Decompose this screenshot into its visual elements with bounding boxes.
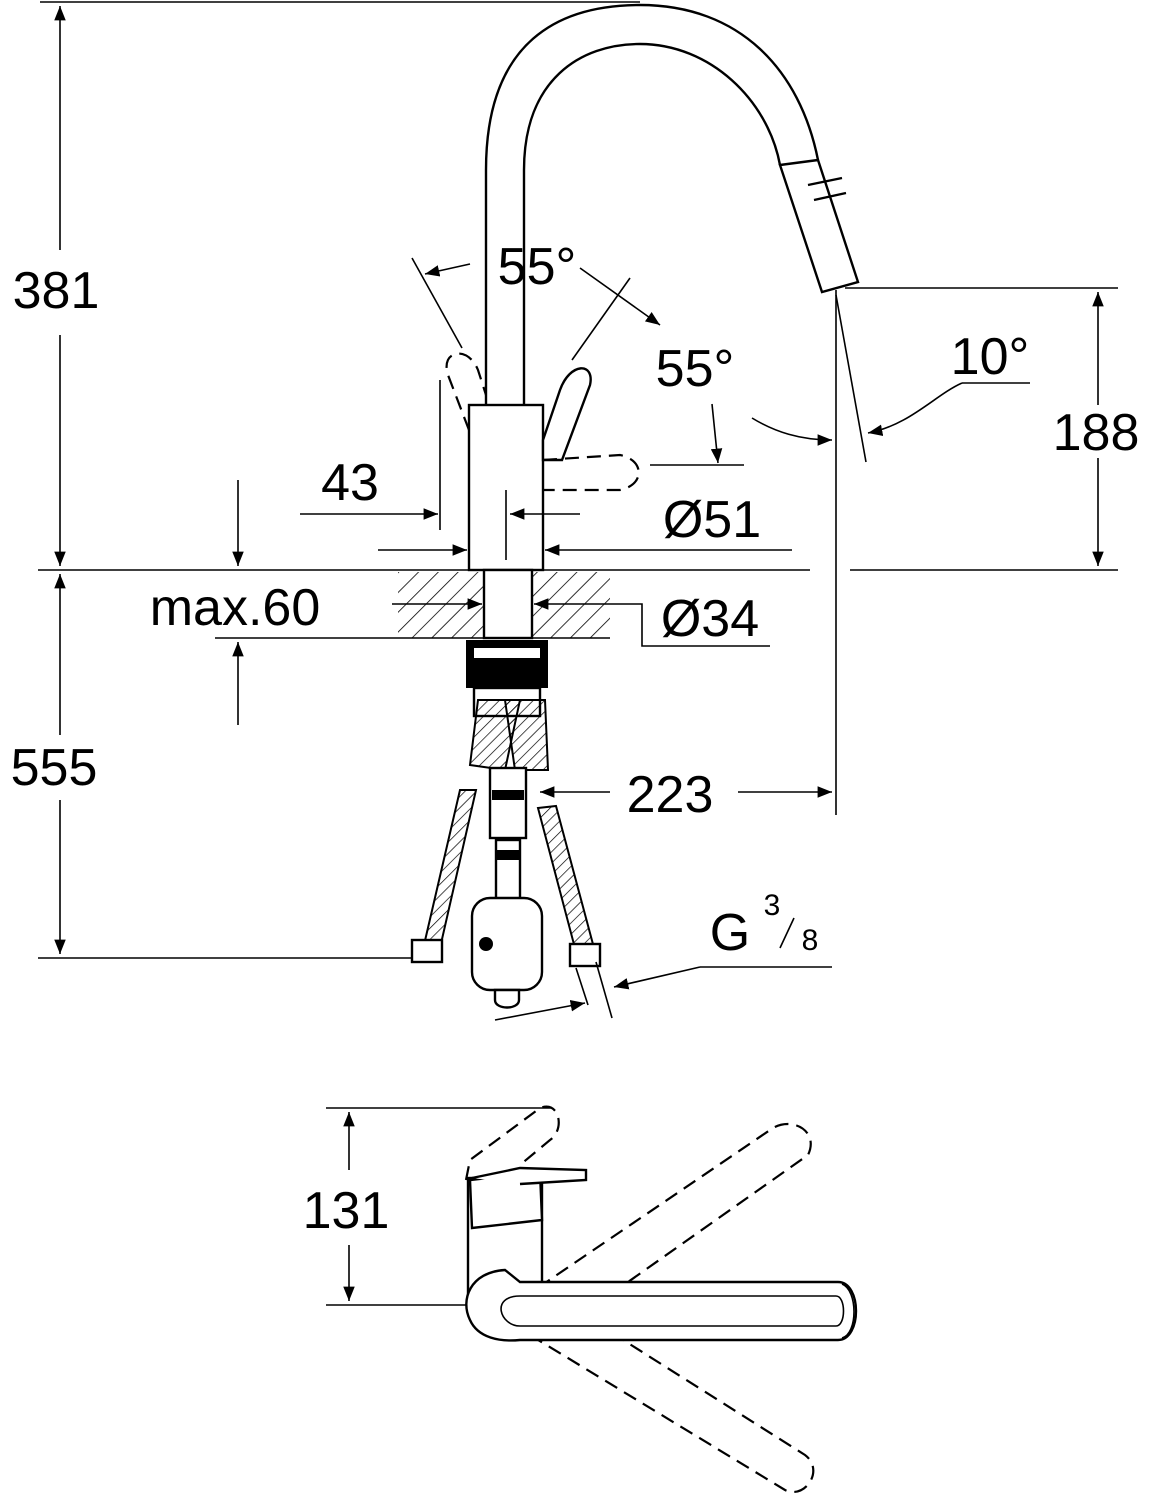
- top-view-lever: [471, 1166, 588, 1186]
- thread-extension-right: [595, 961, 613, 1019]
- dim-34-leader: [612, 603, 770, 647]
- lever-offset-label: 43: [321, 454, 379, 512]
- spout-outer-edge: [484, 3, 820, 405]
- top-view-spout-tip: [841, 1283, 855, 1339]
- spout-reach-label: 223: [627, 766, 714, 824]
- lever-top-dashed: [464, 1105, 560, 1181]
- lever-angle-right-arrow: [579, 267, 661, 326]
- thread-arrow-right: [613, 966, 701, 990]
- thread-numerator: 3: [764, 889, 781, 922]
- lever-angle-left-arrow: [424, 263, 471, 277]
- thread-arrow-left: [494, 1000, 586, 1021]
- mount-diameter-label: Ø34: [661, 590, 759, 648]
- thread-label: G: [710, 904, 750, 962]
- height-above-counter-label: 381: [13, 262, 100, 320]
- side-view: 381 555 188 10° 55°: [11, 1, 1140, 1021]
- lever-angle-right-label: 55°: [656, 340, 735, 398]
- hose-fitting-left: [410, 938, 444, 964]
- lever-angle-left-line: [411, 257, 463, 349]
- top-view: 131: [303, 1105, 858, 1493]
- spray-hose: [494, 838, 522, 902]
- spout-swivel-upper-dashed: [519, 1122, 812, 1331]
- thread-denominator: 8: [802, 924, 819, 957]
- spray-angle-label: 10°: [951, 328, 1030, 386]
- hose-weight-end: [493, 988, 521, 1009]
- lever-angle-left-label: 55°: [498, 238, 577, 296]
- supply-hose-right: [536, 804, 596, 954]
- lever-handle: [541, 367, 592, 462]
- spray-angle-arrow-left: [751, 417, 833, 446]
- thread-fraction-slash: [779, 917, 795, 949]
- lever-angle-right-pointer: [710, 403, 723, 464]
- spray-angle-arrow-right: [867, 382, 963, 436]
- spray-hose-band: [496, 850, 520, 860]
- spray-angle-line: [835, 294, 867, 463]
- hose-fitting-right: [568, 942, 602, 968]
- spray-head-band-2: [813, 191, 847, 202]
- spray-head-band: [807, 176, 843, 187]
- lever-angle-right-line: [571, 277, 631, 361]
- lever-position-left-dashed: [445, 352, 488, 431]
- mounting-shank: [482, 568, 534, 640]
- top-view-spout-inner: [500, 1295, 845, 1327]
- body-diameter-label: Ø51: [663, 491, 761, 549]
- lever-projection-label: 131: [303, 1182, 390, 1240]
- height-below-counter-label: 555: [11, 739, 98, 797]
- spray-hose-connector: [488, 766, 528, 840]
- connector-band: [492, 790, 524, 800]
- max-counter-thickness-label: max.60: [150, 579, 321, 637]
- hose-weight-screw: [479, 937, 493, 951]
- upper-hose-right: [503, 699, 550, 771]
- mounting-nut-highlight: [474, 648, 540, 658]
- spray-head: [778, 158, 860, 294]
- thread-extension-left: [575, 967, 589, 1006]
- lever-position-horizontal-dashed: [542, 453, 640, 492]
- spout-swivel-lower-dashed: [529, 1299, 815, 1493]
- supply-hose-left: [422, 789, 478, 950]
- top-view-spout: [465, 1268, 858, 1342]
- spout-inner-edge: [522, 42, 782, 405]
- spout-height-label: 188: [1053, 404, 1140, 462]
- mounting-nut: [466, 640, 548, 688]
